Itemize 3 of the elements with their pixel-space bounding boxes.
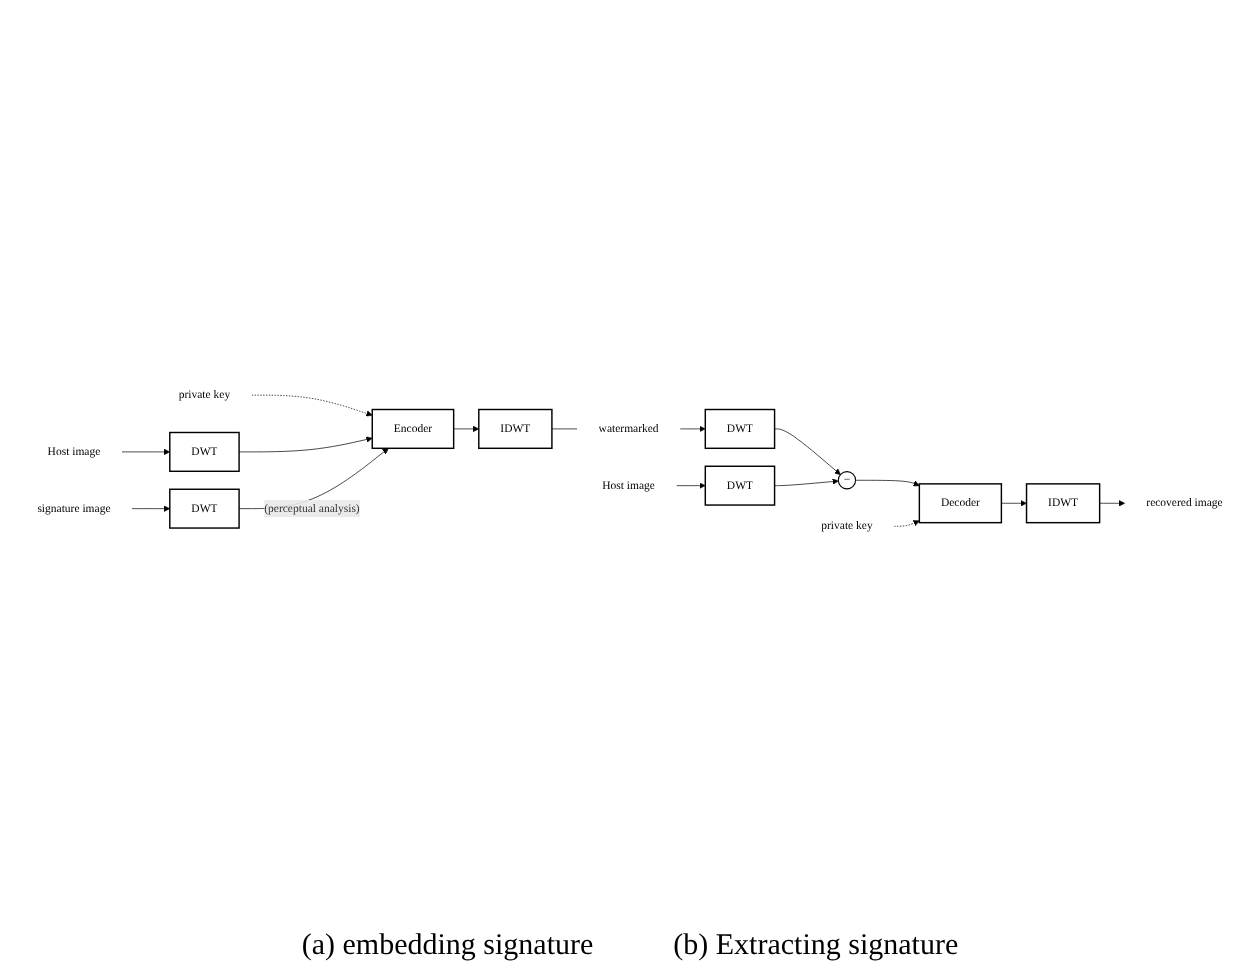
caption-text: (a) embedding signature bbox=[301, 930, 594, 964]
connector bbox=[551, 428, 578, 430]
caption-text: (b) Extracting signature bbox=[673, 930, 959, 964]
